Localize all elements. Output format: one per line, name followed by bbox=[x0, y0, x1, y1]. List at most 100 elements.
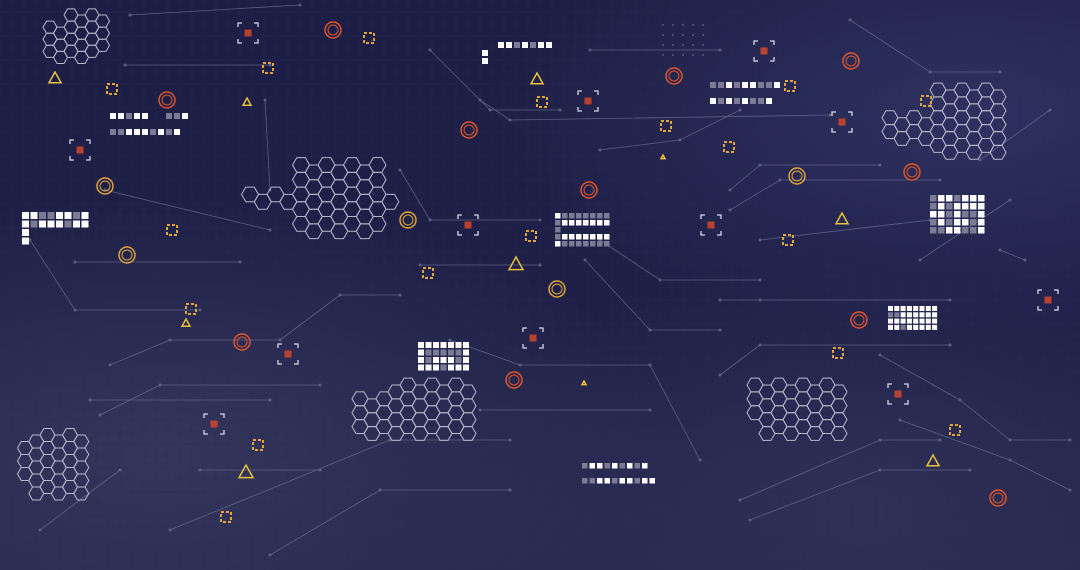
pixel bbox=[888, 318, 893, 324]
circuit-node bbox=[583, 258, 587, 262]
ring-icon bbox=[460, 121, 478, 139]
pixel bbox=[930, 219, 937, 226]
pixel bbox=[583, 241, 589, 247]
pixel bbox=[425, 349, 432, 356]
pixel bbox=[894, 306, 900, 311]
dot bbox=[682, 44, 684, 46]
dot bbox=[702, 44, 704, 46]
pixel bbox=[506, 42, 512, 48]
circuit-node bbox=[928, 70, 932, 74]
diamond-marker-icon bbox=[784, 80, 796, 92]
pixel-grid bbox=[22, 212, 89, 245]
circuit-node bbox=[518, 363, 522, 367]
ring-inner bbox=[236, 336, 248, 348]
ring-outer bbox=[989, 489, 1007, 507]
pixel bbox=[562, 241, 568, 247]
circuit-line bbox=[129, 4, 301, 16]
circuit-line bbox=[749, 469, 970, 521]
circuit-node bbox=[398, 168, 402, 172]
marker-frame bbox=[525, 230, 537, 242]
marker-frame bbox=[262, 62, 274, 74]
pixel bbox=[590, 213, 596, 219]
pixel bbox=[597, 463, 603, 469]
pixel bbox=[932, 306, 938, 311]
hexagon-cluster bbox=[351, 377, 477, 441]
ring-outer bbox=[460, 121, 478, 139]
pixel bbox=[126, 113, 132, 119]
ring-inner bbox=[992, 492, 1004, 504]
hexagon bbox=[381, 193, 400, 210]
pixel bbox=[774, 82, 780, 88]
pixel bbox=[946, 203, 953, 210]
hexagon bbox=[830, 384, 848, 400]
pixel bbox=[612, 463, 618, 469]
pixel bbox=[913, 324, 919, 330]
marker-frame bbox=[185, 303, 197, 315]
pixel bbox=[612, 478, 618, 484]
triangle-icon bbox=[834, 211, 850, 225]
pixel bbox=[455, 342, 462, 348]
target-bracket-icon bbox=[522, 327, 544, 349]
bracket-corner bbox=[539, 344, 544, 349]
ring-inner bbox=[906, 166, 918, 178]
diamond-marker-icon bbox=[525, 230, 537, 242]
circuit-node bbox=[588, 48, 592, 52]
target-bracket-icon bbox=[577, 90, 599, 112]
circuit-node bbox=[648, 363, 652, 367]
pixel bbox=[562, 213, 568, 219]
marker-frame bbox=[166, 224, 178, 236]
ring-icon bbox=[989, 489, 1007, 507]
pixel bbox=[583, 213, 589, 219]
dot bbox=[672, 34, 674, 36]
ring-outer bbox=[842, 52, 860, 70]
ring-inner bbox=[853, 314, 865, 326]
circuit-line bbox=[264, 99, 271, 191]
pixel bbox=[758, 98, 764, 104]
circuit-node bbox=[918, 258, 922, 262]
ring-inner bbox=[508, 374, 520, 386]
pixel bbox=[766, 98, 772, 104]
pixel bbox=[718, 98, 724, 104]
ring-icon bbox=[903, 163, 921, 181]
pixel bbox=[978, 211, 985, 218]
pixel-grid bbox=[482, 42, 552, 64]
circuit-node bbox=[338, 293, 342, 297]
marker-frame bbox=[422, 267, 434, 279]
target-bracket-icon bbox=[457, 214, 479, 236]
ring-inner bbox=[791, 170, 803, 182]
circuit-node bbox=[398, 293, 402, 297]
circuit-node bbox=[758, 343, 762, 347]
circuit-node bbox=[738, 108, 742, 112]
pixel bbox=[726, 98, 732, 104]
target-core bbox=[210, 420, 218, 428]
bracket-corner bbox=[770, 40, 775, 45]
circuit-node bbox=[318, 468, 322, 472]
diamond-marker-icon bbox=[920, 95, 932, 107]
diamond-marker-icon bbox=[660, 120, 672, 132]
diamond-marker-icon bbox=[363, 32, 375, 44]
pixel bbox=[627, 478, 633, 484]
dot bbox=[672, 44, 674, 46]
pixel bbox=[562, 234, 568, 240]
bracket-corner bbox=[86, 156, 91, 161]
circuit-node bbox=[718, 298, 722, 302]
pixel bbox=[946, 195, 953, 202]
pixel bbox=[174, 129, 180, 135]
pixel bbox=[126, 129, 132, 135]
bracket-corner bbox=[904, 383, 909, 388]
ring-outer bbox=[903, 163, 921, 181]
ring-outer bbox=[788, 167, 806, 185]
pixel-grid bbox=[555, 213, 610, 247]
bracket-corner bbox=[831, 128, 836, 133]
pixel bbox=[182, 113, 188, 119]
pixel bbox=[900, 312, 906, 318]
pixel bbox=[498, 42, 504, 48]
ring-icon bbox=[850, 311, 868, 329]
ring-inner bbox=[463, 124, 475, 136]
circuit-node bbox=[758, 238, 762, 242]
ring-icon bbox=[118, 246, 136, 264]
pixel bbox=[448, 364, 454, 371]
bracket-corner bbox=[1054, 306, 1059, 311]
pixel bbox=[932, 312, 938, 318]
pixel bbox=[418, 364, 424, 371]
